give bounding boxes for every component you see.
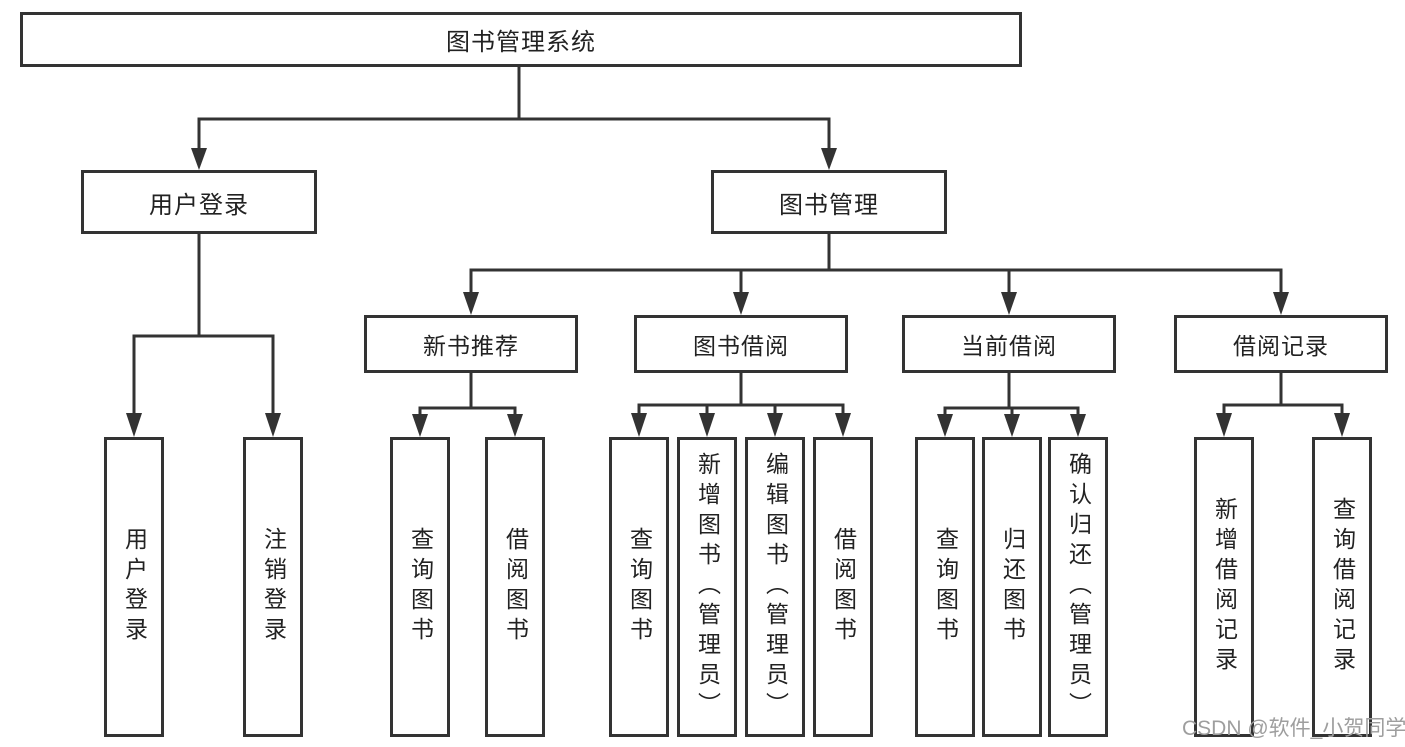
arrow-down-icon xyxy=(699,413,715,437)
arrow-down-icon xyxy=(631,413,647,437)
leaf-add-borrow-record: 新增借阅记录 xyxy=(1194,437,1254,737)
node-root-system: 图书管理系统 xyxy=(20,12,1022,67)
leaf-add-book-admin: 新增图书（管理员） xyxy=(677,437,737,737)
arrow-down-icon xyxy=(1004,414,1020,437)
node-user-login: 用户登录 xyxy=(81,170,317,234)
leaf-borrow-book-1-label: 借阅图书 xyxy=(502,527,529,647)
leaf-return-book: 归还图书 xyxy=(982,437,1042,737)
leaf-query-borrow-record-label: 查询借阅记录 xyxy=(1329,497,1356,677)
arrow-down-icon xyxy=(265,413,281,437)
node-book-borrow: 图书借阅 xyxy=(634,315,848,373)
arrow-down-icon xyxy=(126,413,142,437)
branch-root-connector xyxy=(191,66,837,170)
node-root-label: 图书管理系统 xyxy=(446,29,596,56)
leaf-logout-label: 注销登录 xyxy=(260,527,287,647)
node-book-management: 图书管理 xyxy=(711,170,947,234)
branch-user-login-connector xyxy=(126,234,281,437)
leaf-query-book-1-label: 查询图书 xyxy=(407,527,434,647)
leaf-confirm-return-admin: 确认归还（管理员） xyxy=(1048,437,1108,737)
arrow-down-icon xyxy=(835,413,851,437)
branch-book-mgmt-connector xyxy=(463,234,1289,315)
branch-new-book-connector xyxy=(412,373,523,437)
arrow-down-icon xyxy=(733,292,749,315)
arrow-down-icon xyxy=(937,414,953,437)
leaf-query-book-3-label: 查询图书 xyxy=(932,527,959,647)
arrow-down-icon xyxy=(1216,413,1232,437)
branch-borrow-record-connector xyxy=(1216,373,1350,437)
node-current-borrow: 当前借阅 xyxy=(902,315,1116,373)
leaf-add-borrow-record-label: 新增借阅记录 xyxy=(1211,497,1238,677)
node-book-management-label: 图书管理 xyxy=(779,191,879,219)
arrow-down-icon xyxy=(507,414,523,437)
node-user-login-label: 用户登录 xyxy=(149,191,249,219)
branch-book-borrow-connector xyxy=(631,373,851,437)
watermark-text: CSDN @软件_小贺同学 xyxy=(1182,717,1405,740)
leaf-borrow-book-2-label: 借阅图书 xyxy=(830,527,857,647)
arrow-down-icon xyxy=(1273,292,1289,315)
node-borrow-record: 借阅记录 xyxy=(1174,315,1388,373)
arrow-down-icon xyxy=(191,148,207,170)
node-new-book-recommend-label: 新书推荐 xyxy=(423,333,519,359)
node-book-borrow-label: 图书借阅 xyxy=(693,333,789,359)
leaf-edit-book-admin-label: 编辑图书（管理员） xyxy=(762,452,789,722)
arrow-down-icon xyxy=(463,292,479,315)
node-borrow-record-label: 借阅记录 xyxy=(1233,333,1329,359)
leaf-borrow-book-1: 借阅图书 xyxy=(485,437,545,737)
node-new-book-recommend: 新书推荐 xyxy=(364,315,578,373)
arrow-down-icon xyxy=(821,148,837,170)
leaf-user-login-label: 用户登录 xyxy=(121,527,148,647)
branch-current-borrow-connector xyxy=(937,373,1086,437)
leaf-confirm-return-admin-label: 确认归还（管理员） xyxy=(1065,452,1092,722)
leaf-return-book-label: 归还图书 xyxy=(999,527,1026,647)
leaf-edit-book-admin: 编辑图书（管理员） xyxy=(745,437,805,737)
arrow-down-icon xyxy=(1001,292,1017,315)
leaf-query-borrow-record: 查询借阅记录 xyxy=(1312,437,1372,737)
leaf-add-book-admin-label: 新增图书（管理员） xyxy=(694,452,721,722)
arrow-down-icon xyxy=(767,413,783,437)
arrow-down-icon xyxy=(412,414,428,437)
leaf-query-book-1: 查询图书 xyxy=(390,437,450,737)
leaf-logout: 注销登录 xyxy=(243,437,303,737)
leaf-query-book-3: 查询图书 xyxy=(915,437,975,737)
leaf-query-book-2: 查询图书 xyxy=(609,437,669,737)
leaf-user-login: 用户登录 xyxy=(104,437,164,737)
leaf-query-book-2-label: 查询图书 xyxy=(626,527,653,647)
leaf-borrow-book-2: 借阅图书 xyxy=(813,437,873,737)
arrow-down-icon xyxy=(1334,413,1350,437)
arrow-down-icon xyxy=(1070,414,1086,437)
node-current-borrow-label: 当前借阅 xyxy=(961,333,1057,359)
